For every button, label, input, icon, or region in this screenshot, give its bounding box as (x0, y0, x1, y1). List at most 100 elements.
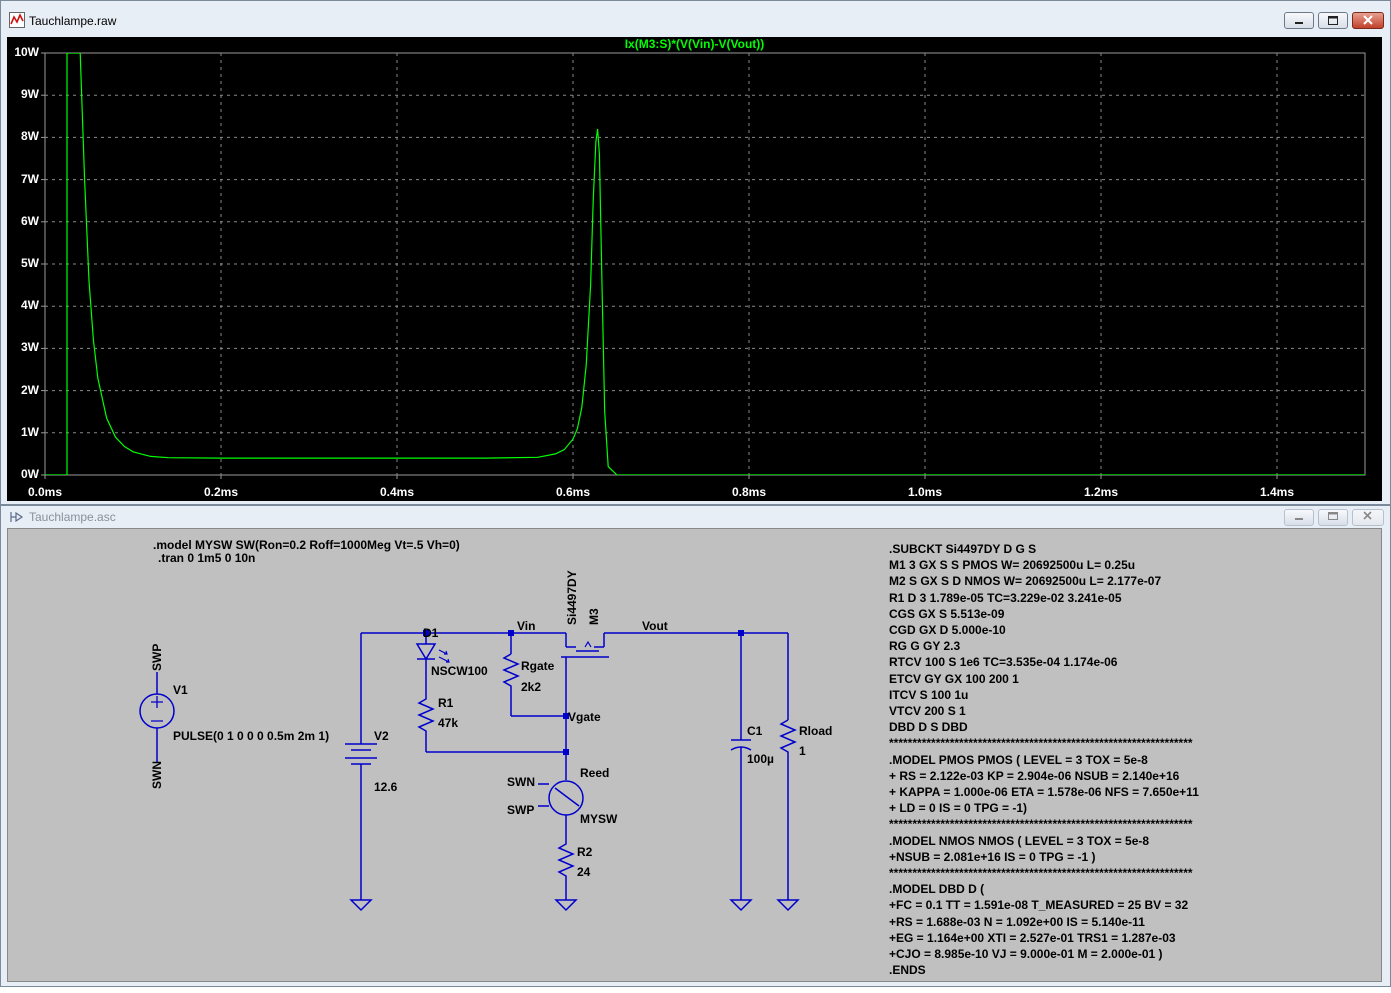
y-tick-label: 7W (21, 171, 39, 186)
minimize-button[interactable] (1284, 12, 1314, 29)
netlist-line: .ENDS (889, 963, 926, 978)
v2-name[interactable]: V2 (374, 729, 389, 743)
netlist-line: + RS = 2.122e-03 KP = 2.904e-06 NSUB = 2… (889, 768, 1180, 783)
r2-value[interactable]: 24 (577, 865, 591, 879)
reed-value[interactable]: MYSW (580, 812, 618, 826)
x-tick-label: 0.6ms (555, 485, 591, 499)
v2-value[interactable]: 12.6 (374, 780, 398, 794)
d1-led (415, 643, 437, 661)
netlist-line: M2 S GX S D NMOS W= 20692500u L= 2.177e-… (889, 574, 1162, 589)
schematic-titlebar[interactable]: Tauchlampe.asc (1, 506, 1390, 526)
rload-value[interactable]: 1 (799, 744, 806, 758)
y-tick-label: 9W (21, 87, 39, 102)
netlist-line: .SUBCKT Si4497DY D G S (889, 542, 1037, 556)
rgate-name[interactable]: Rgate (521, 659, 555, 673)
y-tick-label: 5W (21, 256, 39, 270)
netlist-line: ****************************************… (889, 866, 1193, 881)
m3-value[interactable]: Si4497DY (565, 570, 579, 625)
x-tick-label: 0.2ms (203, 485, 239, 499)
netlist-line: CGD GX D 5.000e-10 (889, 623, 1006, 638)
schematic-minimize-button[interactable] (1284, 509, 1314, 526)
close-button[interactable] (1352, 12, 1384, 29)
r1-name[interactable]: R1 (438, 696, 454, 710)
netlist-line: +EG = 1.164e+00 XTI = 2.527e-01 TRS1 = 1… (889, 930, 1176, 945)
netlist-line: VTCV 200 S 1 (889, 704, 966, 719)
ground-r2 (554, 899, 578, 912)
netlist-line: .MODEL NMOS NMOS ( LEVEL = 3 TOX = 5e-8 (889, 833, 1150, 848)
netlist-line: +CJO = 8.985e-10 VJ = 9.000e-01 M = 2.00… (889, 947, 1163, 962)
netlist-line: CGS GX S 5.513e-09 (889, 606, 1005, 621)
trace-title[interactable]: Ix(M3:S)*(V(Vin)-V(Vout)) (624, 37, 765, 51)
m3-name[interactable]: M3 (587, 608, 601, 625)
d1-value[interactable]: NSCW100 (431, 664, 488, 678)
v1-swn-label[interactable]: SWN (150, 761, 164, 789)
y-tick-label: 0W (21, 467, 39, 481)
ground-v2 (349, 899, 373, 912)
x-tick-label: 0.0ms (27, 485, 63, 499)
schematic-window[interactable]: Tauchlampe.asc .model MYSW SW(Ron=0.2 Ro… (0, 505, 1391, 987)
close-icon (1363, 15, 1373, 25)
schematic-canvas[interactable]: .model MYSW SW(Ron=0.2 Roff=1000Meg Vt=.… (7, 528, 1382, 982)
ground-c1 (729, 899, 753, 912)
r1-value[interactable]: 47k (438, 716, 459, 730)
netlist-line: + KAPPA = 1.000e-06 ETA = 1.578e-06 NFS … (889, 785, 1199, 800)
waveform-window[interactable]: Tauchlampe.raw Ix(M3:S)*(V(Vin)-V(Vout))… (0, 0, 1391, 505)
directive-tran[interactable]: .tran 0 1m5 0 10n (158, 551, 256, 565)
v1-value[interactable]: PULSE(0 1 0 0 0 0.5m 2m 1) (173, 729, 330, 743)
ground-rload (776, 899, 800, 912)
directive-model[interactable]: .model MYSW SW(Ron=0.2 Roff=1000Meg Vt=.… (153, 538, 460, 552)
plot-canvas[interactable] (7, 37, 1382, 501)
close-icon (1363, 511, 1372, 520)
maximize-button[interactable] (1318, 12, 1348, 29)
netlist-text[interactable]: .SUBCKT Si4497DY D G S M1 3 GX S S PMOS W… (889, 541, 1199, 978)
netlist-line: ETCV GY GX 100 200 1 (889, 671, 1019, 686)
r2-name[interactable]: R2 (577, 845, 593, 859)
c1-name[interactable]: C1 (747, 724, 763, 738)
schematic-window-title: Tauchlampe.asc (29, 510, 116, 524)
d1-name[interactable]: D1 (423, 626, 439, 640)
schematic-icon (10, 511, 24, 523)
netlist-line: .MODEL PMOS PMOS ( LEVEL = 3 TOX = 5e-8 (889, 752, 1148, 767)
reed-swp-label[interactable]: SWP (507, 803, 535, 817)
y-tick-label: 8W (21, 129, 39, 144)
netlist-line: ****************************************… (889, 736, 1193, 751)
v1-swp-label[interactable]: SWP (150, 643, 164, 671)
v1-name[interactable]: V1 (173, 683, 188, 697)
net-vin-label[interactable]: Vin (517, 619, 536, 633)
r1 (417, 692, 435, 752)
x-tick-label: 1.0ms (907, 485, 943, 499)
netlist-line: DBD D S DBD (889, 720, 968, 735)
schematic-close-button[interactable] (1352, 509, 1384, 526)
netlist-line: + LD = 0 IS = 0 TPG = -1) (889, 801, 1028, 816)
rload (779, 719, 797, 900)
minimize-icon (1295, 518, 1303, 520)
netlist-line: M1 3 GX S S PMOS W= 20692500u L= 0.25u (889, 558, 1136, 573)
x-tick-label: 1.4ms (1259, 485, 1295, 499)
netlist-line: RG G GY 2.3 (889, 639, 961, 654)
rload-name[interactable]: Rload (799, 724, 833, 738)
y-tick-label: 6W (21, 213, 39, 228)
r2 (557, 840, 575, 900)
reed-name[interactable]: Reed (580, 766, 610, 780)
waveform-titlebar[interactable]: Tauchlampe.raw (1, 1, 1390, 37)
maximize-icon (1328, 16, 1338, 25)
y-tick-label: 1W (21, 424, 39, 439)
schematic-maximize-button[interactable] (1318, 509, 1348, 526)
waveform-plot-icon (9, 12, 25, 28)
c1-value[interactable]: 100µ (747, 752, 774, 766)
y-tick-label: 3W (21, 340, 39, 355)
netlist-line: +RS = 1.688e-03 N = 1.092e+00 IS = 5.140… (889, 914, 1145, 929)
net-vgate-label[interactable]: Vgate (568, 710, 601, 724)
x-tick-label: 1.2ms (1083, 485, 1119, 499)
y-tick-label: 10W (14, 45, 39, 59)
reed-swn-label[interactable]: SWN (507, 775, 535, 789)
y-tick-label: 2W (21, 382, 39, 397)
rgate-value[interactable]: 2k2 (521, 680, 542, 694)
netlist-line: +NSUB = 2.081e+16 IS = 0 TPG = -1 ) (889, 849, 1096, 864)
net-vout-label[interactable]: Vout (642, 619, 668, 633)
x-tick-label: 0.4ms (379, 485, 415, 499)
netlist-line: ****************************************… (889, 817, 1193, 832)
series-line-power[interactable] (45, 53, 1365, 475)
schematic-drawing (139, 630, 800, 912)
